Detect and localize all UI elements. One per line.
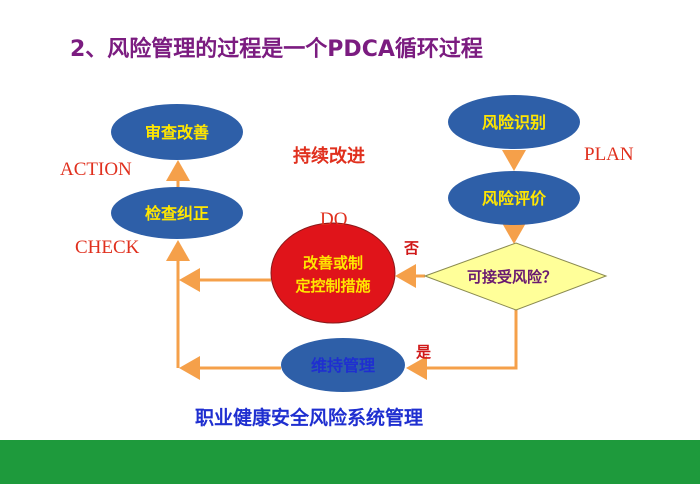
label-plan: PLAN <box>584 144 634 165</box>
node-review: 审查改善 <box>111 104 243 160</box>
footer-caption: 职业健康安全风险系统管理 <box>195 406 423 429</box>
label-check: CHECK <box>75 237 140 258</box>
node-evaluate: 风险评价 <box>448 171 580 225</box>
label-yes: 是 <box>415 343 432 361</box>
svg-text:可接受风险？: 可接受风险？ <box>467 268 557 286</box>
arrow-decision-maintain <box>406 310 518 380</box>
page-title: 2、风险管理的过程是一个PDCA循环过程 <box>70 36 483 62</box>
bottom-bar <box>0 440 700 484</box>
node-check: 检查纠正 <box>111 187 243 239</box>
node-identify: 风险识别 <box>448 95 580 149</box>
svg-text:审查改善: 审查改善 <box>145 123 209 142</box>
svg-text:风险识别: 风险识别 <box>482 113 546 132</box>
svg-text:改善或制: 改善或制 <box>303 254 363 272</box>
svg-text:定控制措施: 定控制措施 <box>295 277 370 295</box>
svg-text:风险评价: 风险评价 <box>482 189 547 208</box>
arrows <box>166 150 526 380</box>
svg-text:检查纠正: 检查纠正 <box>145 204 209 223</box>
label-do: DO <box>320 209 347 230</box>
label-continuous: 持续改进 <box>293 145 365 167</box>
svg-text:维持管理: 维持管理 <box>311 356 375 375</box>
label-action: ACTION <box>60 159 132 180</box>
node-improve: 改善或制 定控制措施 <box>270 222 396 324</box>
node-maintain: 维持管理 <box>281 338 405 392</box>
node-decision: 可接受风险？ <box>423 242 608 311</box>
label-no: 否 <box>403 239 419 257</box>
